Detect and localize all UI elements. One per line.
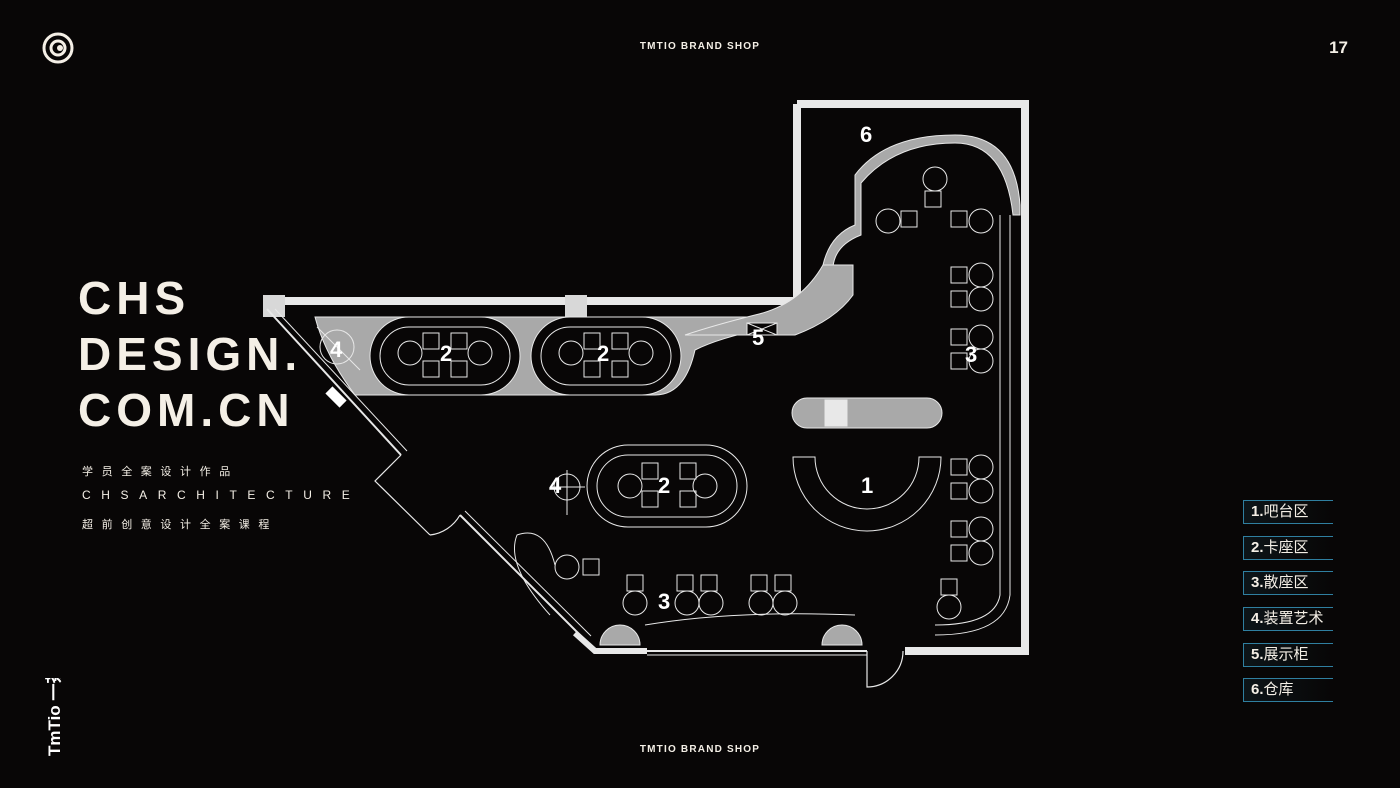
zone-label-2a: 2 [440,341,452,366]
legend-item-bar: 1.吧台区 [1243,500,1333,524]
zone-label-1: 1 [861,473,873,498]
legend-label: 装置艺术 [1263,610,1324,627]
legend-item-booth: 2.卡座区 [1243,536,1333,560]
zone-label-4a: 4 [330,337,343,362]
legend-item-loose-seating: 3.散座区 [1243,571,1333,595]
legend-num: 2. [1251,539,1264,556]
floor-plan: 6 5 4 2 2 3 4 2 1 3 [263,100,1029,688]
page-number: 17 [1329,38,1348,57]
subtitle-line-1: 学员全案设计作品 [82,466,239,478]
zone-label-5: 5 [752,325,764,350]
legend-label: 仓库 [1263,681,1294,698]
subtitle-line-2: CHSARCHITECTURE [82,488,361,502]
legend-num: 3. [1251,574,1264,591]
legend-num: 6. [1251,681,1264,698]
legend-item-display-cabinet: 5.展示柜 [1243,643,1333,667]
legend-num: 5. [1251,646,1264,663]
header-title: TMTIO BRAND SHOP [639,41,761,52]
legend-label: 散座区 [1263,574,1309,591]
vertical-brand-logo: TmTio 一茶 [44,678,64,756]
brand-logo-text: TmTio 一茶 [44,678,64,756]
headline-line-1: CHS [78,272,191,324]
zone-label-2b: 2 [597,341,609,366]
legend-label: 吧台区 [1263,503,1309,520]
headline-line-2: DESIGN. [78,328,303,380]
legend-label: 展示柜 [1263,646,1309,663]
zone-label-2c: 2 [658,473,670,498]
zone-label-4b: 4 [549,473,562,498]
zone-label-3b: 3 [658,589,670,614]
legend-label: 卡座区 [1263,539,1309,556]
footer-title: TMTIO BRAND SHOP [639,744,761,755]
zone-label-6: 6 [860,122,872,147]
legend-num: 1. [1251,503,1264,520]
legend-num: 4. [1251,610,1264,627]
logo-icon [42,32,74,64]
legend-item-storage: 6.仓库 [1243,678,1333,702]
legend-item-art-installation: 4.装置艺术 [1243,607,1333,631]
zone-label-3a: 3 [965,342,977,367]
subtitle-line-3: 超前创意设计全案课程 [82,519,278,531]
headline-line-3: COM.CN [78,384,295,436]
